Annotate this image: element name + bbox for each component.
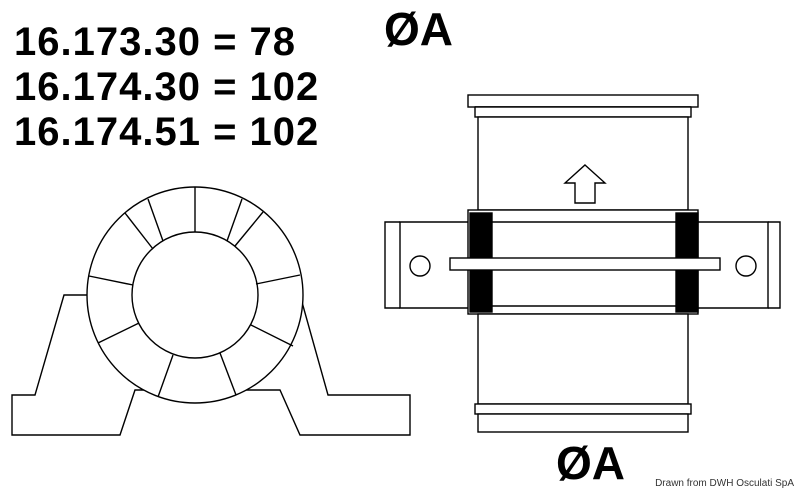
front-segment-lines <box>88 187 301 398</box>
side-bottom-collar <box>477 413 689 433</box>
front-view <box>11 186 411 436</box>
right-bolt-hole <box>735 255 757 277</box>
front-inner-ring <box>131 231 259 359</box>
code-line-1: 16.173.30 = 78 <box>14 20 297 64</box>
side-lower-tube <box>477 313 689 405</box>
code-line-3: 16.174.51 = 102 <box>14 110 320 154</box>
left-bolt-hole <box>409 255 431 277</box>
flow-direction-arrow-icon <box>563 164 607 204</box>
diameter-label-top: ØA <box>384 3 453 55</box>
code-line-2: 16.174.30 = 102 <box>14 65 320 109</box>
diameter-label-bottom: ØA <box>556 437 625 489</box>
product-code-list: 16.173.30 = 78 16.174.30 = 102 16.174.51… <box>14 20 319 155</box>
side-top-collar <box>467 94 699 108</box>
through-bolt <box>449 257 721 271</box>
credit-note: Drawn from DWH Osculati SpA <box>655 478 794 489</box>
side-view <box>384 94 781 433</box>
